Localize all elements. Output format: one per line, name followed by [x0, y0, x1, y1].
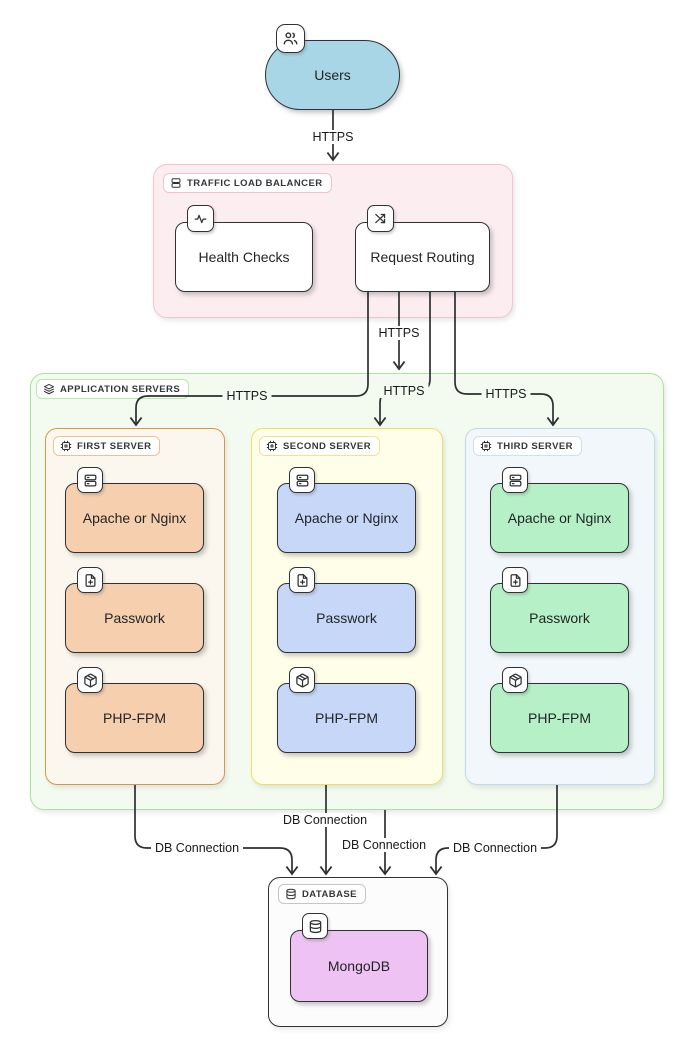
node-mongodb: MongoDB	[290, 930, 428, 1002]
node-passwork-3: Passwork	[490, 583, 629, 653]
edge-label-https-second: HTTPS	[379, 384, 429, 398]
edge-label-db-second: DB Connection	[278, 813, 372, 827]
shuffle-icon	[373, 211, 388, 226]
stack-icon	[170, 177, 182, 189]
edge-label-https-first: HTTPS	[222, 389, 272, 403]
file-plus-icon	[83, 573, 98, 588]
php-fpm-icon-badge-3	[502, 667, 528, 693]
node-php-fpm-2: PHP-FPM	[277, 683, 416, 753]
php-fpm-icon-badge-2	[289, 667, 315, 693]
node-label: Apache or Nginx	[82, 510, 187, 526]
edge-label-https-users: HTTPS	[308, 130, 358, 144]
activity-icon	[193, 211, 208, 226]
node-request-routing: Request Routing	[355, 222, 490, 292]
group-header-database: DATABASE	[278, 884, 366, 904]
group-header-third-server: THIRD SERVER	[473, 436, 582, 456]
group-title-second-server: SECOND SERVER	[283, 440, 372, 452]
file-plus-icon	[295, 573, 310, 588]
edge-label-https-third: HTTPS	[481, 387, 531, 401]
health-checks-icon-badge	[187, 205, 214, 232]
group-title-traffic-load-balancer: TRAFFIC LOAD BALANCER	[187, 177, 323, 189]
group-header-first-server: FIRST SERVER	[53, 436, 161, 456]
edge-label-db-group: DB Connection	[337, 838, 431, 852]
node-label: PHP-FPM	[315, 710, 378, 726]
apache-icon-badge-2	[289, 467, 315, 493]
passwork-icon-badge-1	[77, 567, 103, 593]
node-apache-or-nginx-3: Apache or Nginx	[490, 483, 629, 553]
node-label: Apache or Nginx	[294, 510, 399, 526]
server-icon	[83, 473, 98, 488]
group-header-traffic-load-balancer: TRAFFIC LOAD BALANCER	[163, 173, 332, 193]
users-icon-badge	[276, 24, 305, 53]
node-label: PHP-FPM	[103, 710, 166, 726]
cpu-icon	[480, 440, 492, 452]
node-passwork-2: Passwork	[277, 583, 416, 653]
node-php-fpm-1: PHP-FPM	[65, 683, 204, 753]
group-header-second-server: SECOND SERVER	[259, 436, 381, 456]
passwork-icon-badge-3	[502, 567, 528, 593]
edge-label-db-third: DB Connection	[448, 841, 542, 855]
group-title-first-server: FIRST SERVER	[77, 440, 152, 452]
php-fpm-icon-badge-1	[77, 667, 103, 693]
edge-label-db-first: DB Connection	[150, 841, 244, 855]
mongodb-icon-badge	[302, 913, 328, 939]
node-passwork-1: Passwork	[65, 583, 204, 653]
apache-icon-badge-1	[77, 467, 103, 493]
group-header-application-servers: APPLICATION SERVERS	[36, 379, 190, 399]
node-request-routing-label: Request Routing	[370, 249, 475, 265]
server-icon	[508, 473, 523, 488]
group-title-database: DATABASE	[302, 888, 357, 900]
node-users-label: Users	[314, 67, 351, 83]
node-mongodb-label: MongoDB	[327, 958, 391, 974]
edge-label-https-group: HTTPS	[374, 326, 424, 340]
node-apache-or-nginx-2: Apache or Nginx	[277, 483, 416, 553]
node-label: Passwork	[316, 610, 377, 626]
group-title-third-server: THIRD SERVER	[497, 440, 573, 452]
database-icon	[308, 919, 323, 934]
apache-icon-badge-3	[502, 467, 528, 493]
node-label: Apache or Nginx	[507, 510, 612, 526]
layers-icon	[43, 383, 55, 395]
node-apache-or-nginx-1: Apache or Nginx	[65, 483, 204, 553]
group-title-application-servers: APPLICATION SERVERS	[60, 383, 181, 395]
node-health-checks-label: Health Checks	[198, 249, 290, 265]
cpu-icon	[266, 440, 278, 452]
request-routing-icon-badge	[367, 205, 394, 232]
file-plus-icon	[508, 573, 523, 588]
server-icon	[295, 473, 310, 488]
node-label: Passwork	[104, 610, 165, 626]
cpu-icon	[60, 440, 72, 452]
users-icon	[282, 30, 299, 47]
passwork-icon-badge-2	[289, 567, 315, 593]
node-label: Passwork	[529, 610, 590, 626]
package-icon	[508, 673, 523, 688]
node-php-fpm-3: PHP-FPM	[490, 683, 629, 753]
node-label: PHP-FPM	[528, 710, 591, 726]
database-icon	[285, 888, 297, 900]
package-icon	[295, 673, 310, 688]
package-icon	[83, 673, 98, 688]
node-health-checks: Health Checks	[175, 222, 313, 292]
